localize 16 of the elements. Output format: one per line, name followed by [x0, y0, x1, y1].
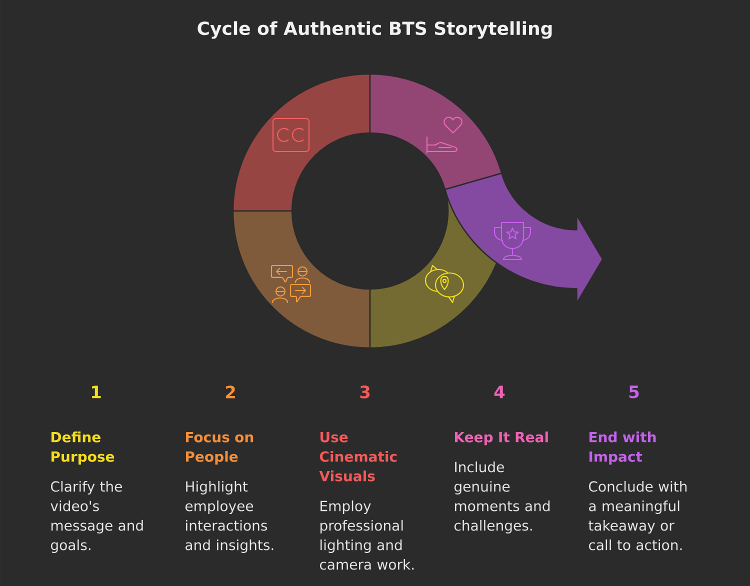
step-description: Highlight employee interactions and insights. — [185, 480, 274, 553]
step-number: 2 — [226, 386, 235, 398]
step-heading: End with Impact — [589, 432, 656, 465]
step-heading: Define Purpose — [52, 432, 114, 465]
step-heading: Keep It Real — [455, 432, 548, 446]
title: Cycle of Authentic BTS Storytelling — [198, 21, 552, 39]
step-number: 5 — [629, 386, 639, 398]
step-number: 1 — [92, 386, 101, 398]
step-description: Conclude with a meaningful takeaway or call to action. — [588, 480, 687, 550]
step-description: Include genuine moments and challenges. — [454, 461, 550, 534]
step-heading: Focus on People — [186, 432, 254, 465]
step-number: 4 — [494, 386, 505, 398]
step-description: Clarify the video's message and goals. — [50, 480, 143, 553]
step-number: 3 — [360, 386, 370, 398]
step-heading: Use Cinematic Visuals — [319, 432, 397, 482]
step-description: Employ professional lighting and camera work. — [320, 500, 414, 570]
